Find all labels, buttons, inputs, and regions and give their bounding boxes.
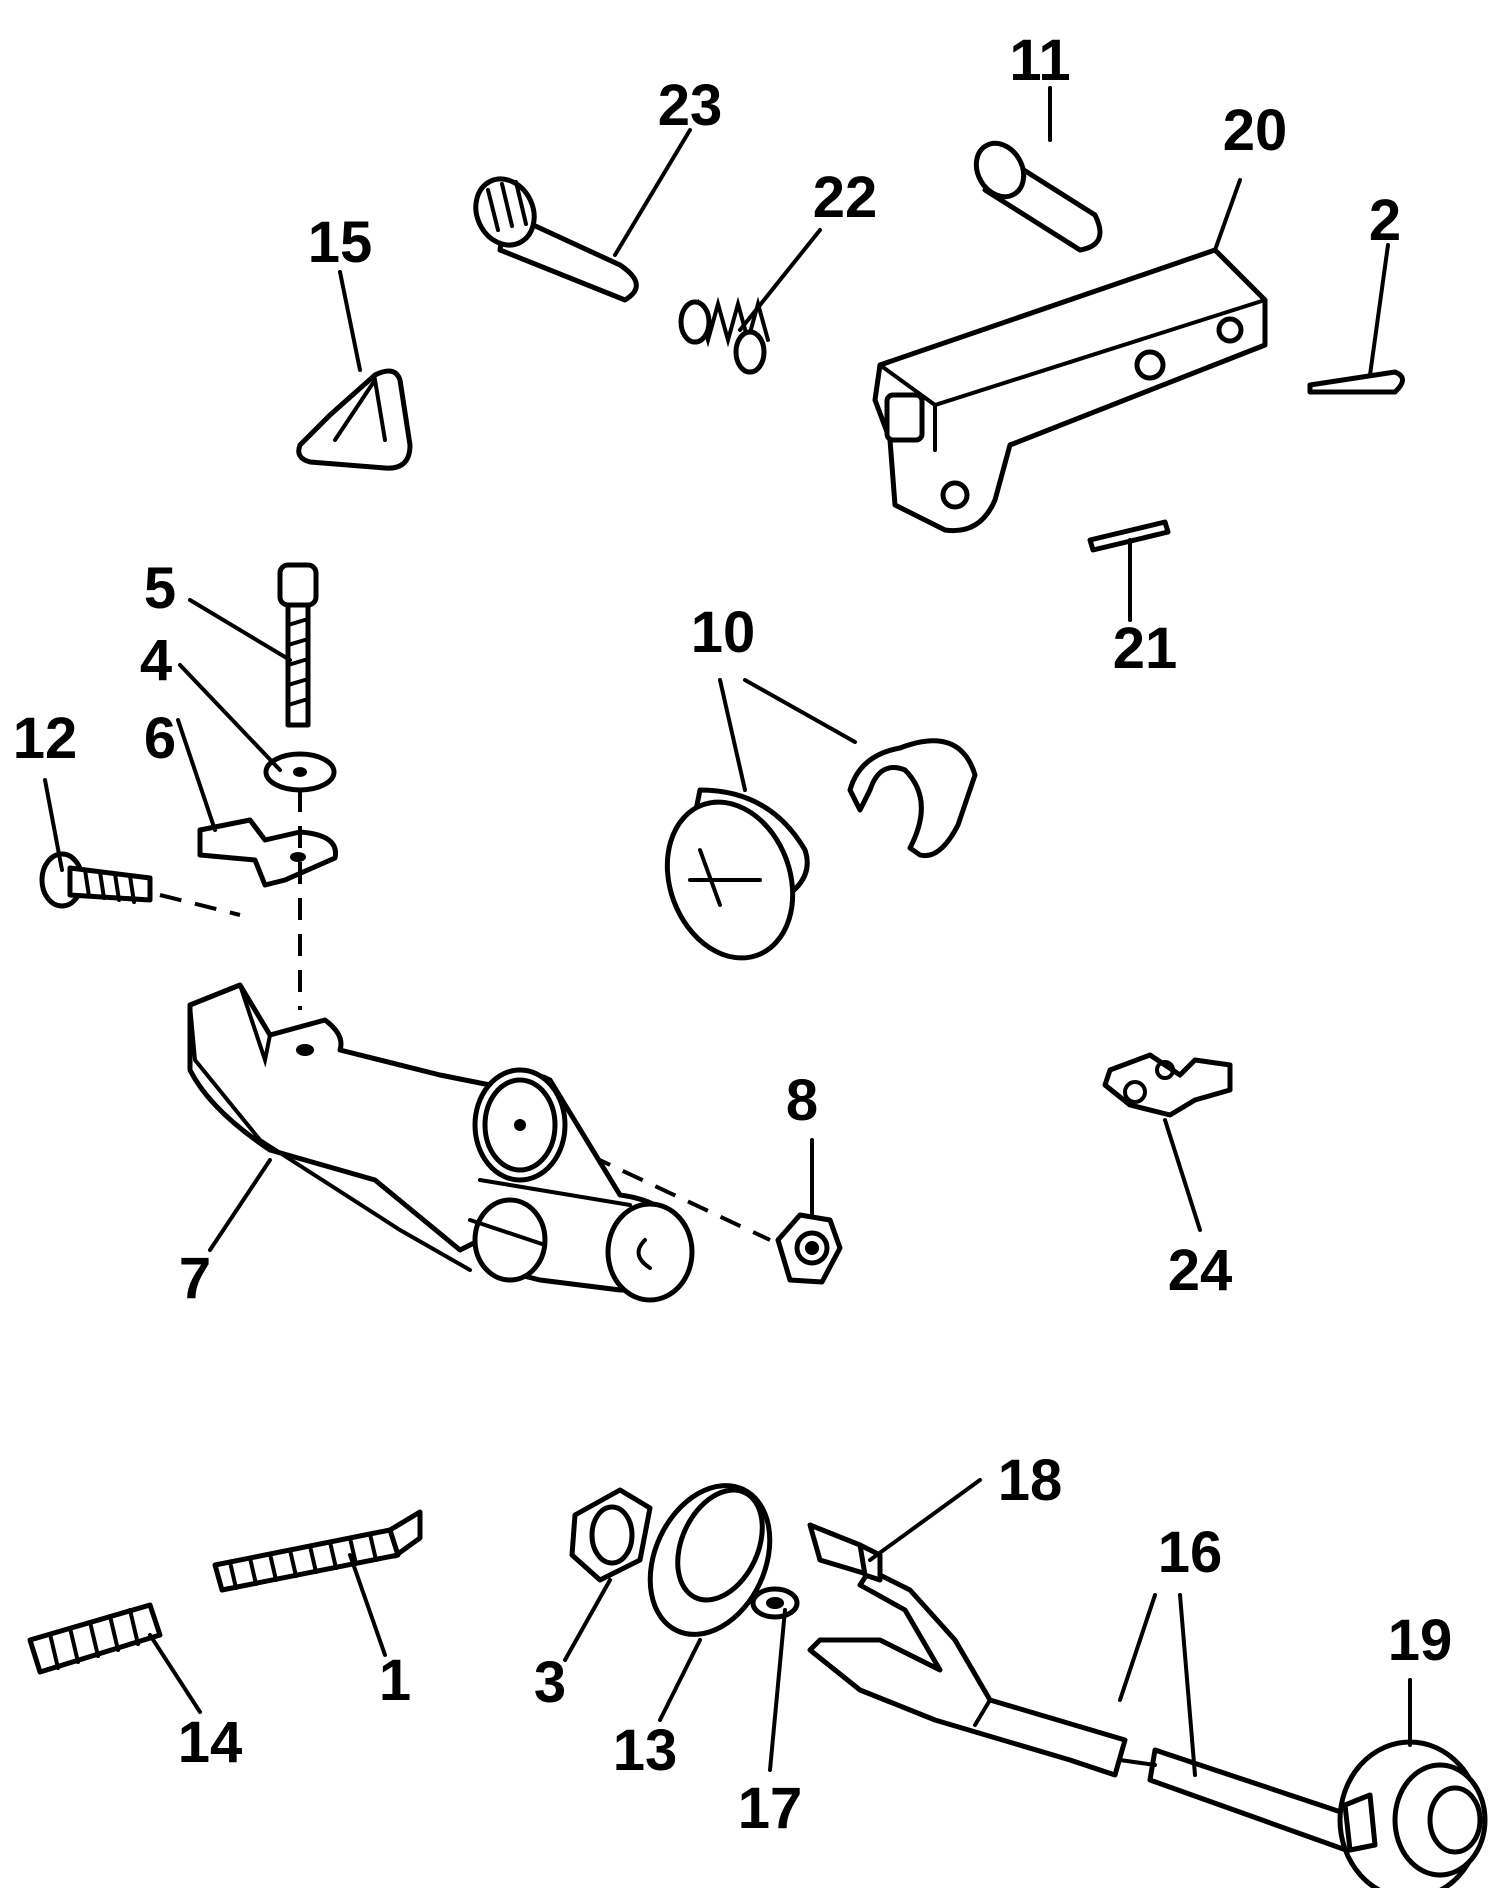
- lever-arm-part-20: [872, 247, 1268, 534]
- callout-19: 19: [1388, 1608, 1453, 1673]
- callout-22: 22: [813, 165, 878, 230]
- hex-nut-part-3: [569, 1487, 653, 1583]
- main-bracket-part-7: [187, 982, 695, 1303]
- callout-23: 23: [658, 73, 723, 138]
- nut-part-8: [775, 1212, 843, 1285]
- callout-5: 5: [144, 556, 176, 621]
- screw-part-12: [39, 851, 153, 909]
- cotter-pin-part-2: [1307, 369, 1405, 395]
- callout-24: 24: [1168, 1238, 1233, 1303]
- callout-21: 21: [1113, 616, 1178, 681]
- grommet-part-13: [647, 1483, 773, 1637]
- callout-3: 3: [534, 1650, 566, 1715]
- pad-part-15: [296, 368, 413, 471]
- bracket-tab-part-6: [197, 817, 339, 888]
- callout-11: 11: [1009, 28, 1070, 93]
- callout-12: 12: [13, 706, 78, 771]
- spring-part-22: [678, 296, 770, 375]
- clevis-pin-part-11: [973, 140, 1103, 253]
- wire-harness-part-16: [807, 1567, 1368, 1858]
- callout-14: 14: [178, 1710, 243, 1775]
- callout-10: 10: [691, 600, 756, 665]
- connector-part-19: [1337, 1739, 1488, 1888]
- callout-15: 15: [308, 210, 373, 275]
- retainer-part-10: [664, 738, 978, 961]
- callout-16: 16: [1158, 1520, 1223, 1585]
- callout-2: 2: [1369, 188, 1401, 253]
- callout-4: 4: [140, 628, 172, 693]
- knurled-pin-part-23: [473, 176, 639, 303]
- small-pin-part-21: [1087, 519, 1171, 553]
- callout-18: 18: [998, 1448, 1063, 1513]
- ring-terminal-part-17: [750, 1586, 800, 1620]
- callout-17: 17: [738, 1776, 803, 1841]
- leader-lines: [43, 86, 1412, 1777]
- washer-part-4: [263, 751, 337, 793]
- callout-8: 8: [786, 1068, 818, 1133]
- callout-20: 20: [1223, 98, 1288, 163]
- callout-13: 13: [613, 1718, 678, 1783]
- callout-7: 7: [179, 1246, 211, 1311]
- callout-1: 1: [379, 1648, 411, 1713]
- spring-part-14: [27, 1602, 163, 1675]
- bolt-part-1: [212, 1509, 423, 1593]
- callout-6: 6: [144, 706, 176, 771]
- terminal-part-18: [807, 1522, 883, 1583]
- clip-part-24: [1102, 1052, 1233, 1118]
- screw-part-5: [277, 562, 319, 728]
